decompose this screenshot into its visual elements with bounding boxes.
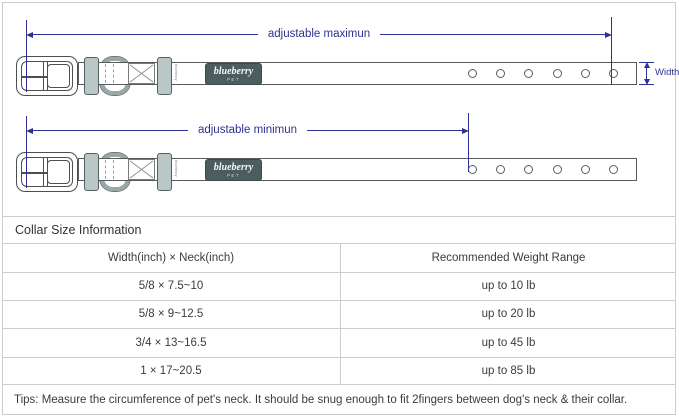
dimension-line — [646, 68, 647, 79]
collar-hole — [608, 69, 618, 78]
keeper-band — [157, 153, 172, 191]
cross-stitch-x — [129, 160, 154, 179]
adjustable-min-label: adjustable minimun — [197, 124, 298, 136]
dimension-extension-line — [468, 113, 469, 172]
collar-hole — [496, 69, 506, 78]
adjustable-max-dimension: adjustable maximun — [26, 28, 612, 41]
logo-script-text: blueberry — [213, 65, 254, 77]
table-column-divider — [340, 243, 341, 384]
hole-strip — [468, 158, 618, 181]
collar-hole — [552, 165, 562, 174]
table-border — [2, 272, 676, 273]
column-header-weight: Recommended Weight Range — [431, 251, 586, 264]
buckle-prong — [21, 75, 47, 78]
collar-hole — [468, 69, 477, 78]
collar-hole — [468, 165, 477, 174]
buckle-window — [47, 160, 70, 184]
width-label: Width — [655, 67, 679, 78]
collar-diagram-max: blueberry blueberry PET — [0, 52, 679, 100]
collar-hole — [580, 165, 590, 174]
buckle-prong — [21, 171, 47, 174]
dimension-line — [33, 130, 188, 131]
cross-stitch-x — [129, 64, 154, 83]
collar-hole — [608, 165, 618, 174]
dimension-line — [380, 34, 605, 35]
table-cell-size: 3/4 × 13~16.5 — [135, 336, 207, 349]
keeper-band — [157, 57, 172, 95]
dimension-extension-line — [26, 116, 27, 188]
strap-woven-text: blueberry — [174, 64, 179, 81]
blueberry-logo: blueberry PET — [205, 63, 262, 85]
table-cell-size: 5/8 × 9~12.5 — [138, 308, 204, 320]
buckle-window — [47, 64, 70, 88]
arrowhead-down-icon — [643, 79, 650, 85]
table-cell-size: 1 × 17~20.5 — [140, 364, 202, 377]
table-border — [2, 328, 676, 329]
dimension-extension-line — [26, 20, 27, 92]
table-border — [2, 357, 676, 358]
arrowhead-left-icon — [26, 31, 33, 38]
table-cell-size: 5/8 × 7.5~10 — [138, 280, 204, 292]
adjustable-max-label: adjustable maximun — [267, 28, 371, 40]
adjustable-min-dimension: adjustable minimun — [26, 124, 469, 137]
stitch-line — [105, 64, 106, 83]
cross-stitch-box — [128, 63, 155, 84]
blueberry-logo: blueberry PET — [205, 159, 262, 181]
tips-text: Tips: Measure the circumference of pet's… — [14, 393, 628, 406]
collar-hole — [552, 69, 562, 78]
keeper-band — [84, 57, 99, 95]
keeper-band — [84, 153, 99, 191]
column-header-size: Width(inch) × Neck(inch) — [107, 251, 235, 264]
table-border — [2, 384, 676, 385]
table-cell-weight: up to 45 lb — [481, 336, 536, 349]
strap-woven-text: blueberry — [174, 160, 179, 177]
table-border — [2, 216, 676, 217]
table-border — [2, 243, 676, 244]
table-cell-weight: up to 85 lb — [481, 364, 536, 377]
table-title: Collar Size Information — [15, 223, 142, 237]
table-cell-weight: up to 10 lb — [481, 280, 536, 292]
arrowhead-left-icon — [26, 127, 33, 134]
table-border — [2, 300, 676, 301]
collar-hole — [524, 69, 534, 78]
collar-diagram-min: blueberry blueberry PET — [0, 148, 679, 196]
collar-hole — [496, 165, 506, 174]
collar-hole — [524, 165, 534, 174]
dimension-line — [307, 130, 462, 131]
arrowhead-right-icon — [605, 31, 612, 38]
cross-stitch-box — [128, 159, 155, 180]
arrowhead-up-icon — [643, 62, 650, 68]
dimension-extension-line — [611, 17, 612, 85]
stitch-line — [113, 160, 114, 179]
table-cell-weight: up to 20 lb — [481, 308, 536, 320]
width-dimension-arrow — [643, 62, 650, 85]
collar-hole — [580, 69, 590, 78]
stitch-line — [105, 160, 106, 179]
stitch-line — [113, 64, 114, 83]
logo-script-text: blueberry — [213, 161, 254, 173]
arrowhead-right-icon — [462, 127, 469, 134]
logo-sub-text: PET — [226, 172, 241, 178]
dimension-line — [33, 34, 258, 35]
hole-strip — [468, 62, 618, 85]
logo-sub-text: PET — [226, 76, 241, 82]
